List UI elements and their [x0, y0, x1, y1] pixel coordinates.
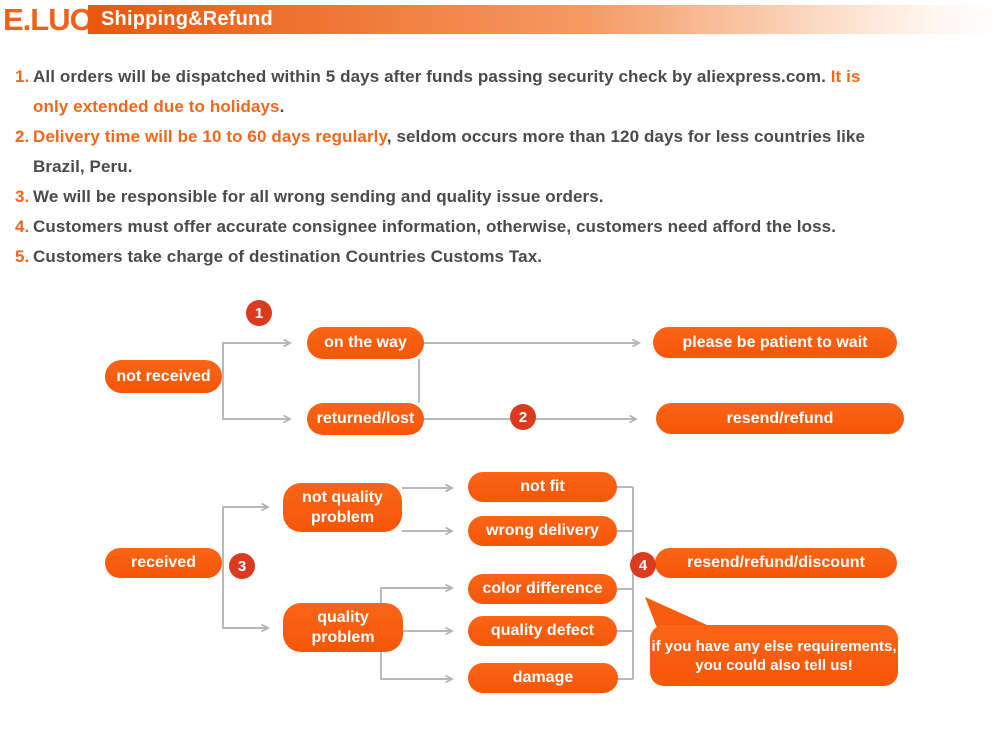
flow-node-resend-refund-discount: resend/refund/discount: [655, 548, 897, 578]
flow-node-quality-defect: quality defect: [468, 616, 617, 646]
policy-number: 2.: [15, 127, 30, 146]
step-badge-4: 4: [630, 552, 656, 578]
policy-text: We will be responsible for all wrong sen…: [33, 187, 604, 206]
flow-node-not-quality-problem: not quality problem: [283, 483, 402, 532]
policy-text: .: [279, 97, 285, 116]
flow-node-received: received: [105, 548, 222, 578]
policy-item-1: 1.All orders will be dispatched within 5…: [0, 62, 985, 122]
flow-node-damage: damage: [468, 663, 618, 693]
page-title: Shipping&Refund: [101, 8, 273, 30]
flow-node-resend-refund: resend/refund: [656, 403, 904, 434]
policy-number: 3.: [15, 187, 30, 206]
step-badge-1: 1: [246, 300, 272, 326]
speech-bubble-tail: [645, 597, 716, 633]
speech-bubble-line-2: you could also tell us!: [695, 656, 853, 674]
connector-arrow: [380, 583, 454, 603]
policy-text: All orders will be dispatched within 5 d…: [33, 67, 831, 86]
policy-item-3: 3.We will be responsible for all wrong s…: [0, 182, 985, 212]
policy-text: Customers must offer accurate consignee …: [33, 217, 837, 236]
section-banner: Shipping&Refund: [88, 5, 1000, 34]
policy-list: 1.All orders will be dispatched within 5…: [0, 62, 985, 272]
policy-text-highlight: It is: [830, 67, 861, 86]
policy-number: 5.: [15, 247, 30, 266]
policy-item-4: 4.Customers must offer accurate consigne…: [0, 212, 985, 242]
policy-item-2: 2.Delivery time will be 10 to 60 days re…: [0, 122, 985, 182]
connector-arrow: [380, 652, 454, 684]
step-badge-2: 2: [510, 404, 536, 430]
flow-node-quality-problem: quality problem: [283, 603, 403, 652]
flow-node-not-received: not received: [105, 360, 222, 393]
flow-node-returned-lost: returned/lost: [307, 403, 424, 435]
flow-node-color-difference: color difference: [468, 574, 617, 604]
policy-text: Brazil, Peru.: [33, 157, 133, 176]
speech-bubble: if you have any else requirements, you c…: [650, 625, 898, 686]
flow-node-please-wait: please be patient to wait: [653, 327, 897, 358]
flow-node-on-the-way: on the way: [307, 327, 424, 359]
policy-item-5: 5.Customers take charge of destination C…: [0, 242, 985, 272]
policy-text: , seldom occurs more than 120 days for l…: [386, 127, 866, 146]
policy-number: 4.: [15, 217, 30, 236]
speech-bubble-line-1: if you have any else requirements,: [651, 637, 897, 655]
step-badge-3: 3: [229, 553, 255, 579]
store-logo: E.LUO: [3, 2, 94, 37]
flow-node-not-fit: not fit: [468, 472, 617, 502]
policy-text: Customers take charge of destination Cou…: [33, 247, 543, 266]
flow-node-wrong-delivery: wrong delivery: [468, 516, 617, 546]
policy-text-highlight: only extended due to holidays: [33, 97, 280, 116]
policy-number: 1.: [15, 67, 30, 86]
policy-text-highlight: Delivery time will be 10 to 60 days regu…: [33, 127, 387, 146]
